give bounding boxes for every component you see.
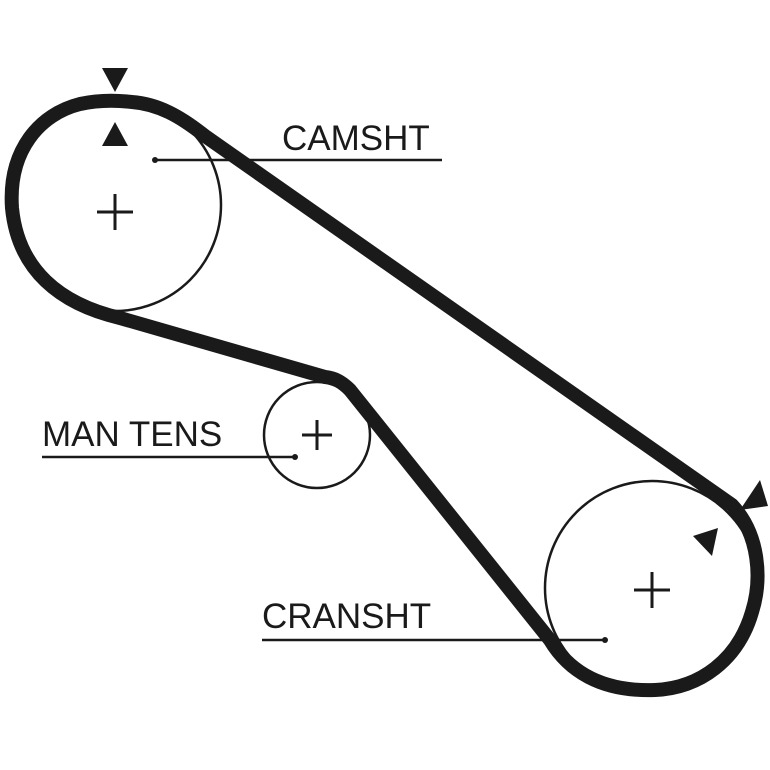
camshaft-timing-mark-inner-icon [102, 122, 128, 146]
tensioner-center-plus-icon [302, 420, 332, 450]
tensioner-leader [42, 454, 298, 460]
crankshaft-center-plus-icon [634, 572, 670, 608]
camshaft-center-plus-icon [97, 194, 133, 230]
tensioner-label: MAN TENS [42, 415, 222, 454]
camshaft-timing-mark-outer-icon [102, 68, 128, 92]
crankshaft-label: CRANSHT [262, 597, 431, 636]
crankshaft-leader [262, 637, 608, 643]
camshaft-label: CAMSHT [282, 119, 430, 158]
tensioner-pulley [262, 380, 372, 490]
crankshaft-timing-mark-inner-icon [693, 528, 718, 556]
camshaft-leader [152, 157, 442, 163]
crankshaft-timing-mark-outer-icon [740, 480, 768, 510]
